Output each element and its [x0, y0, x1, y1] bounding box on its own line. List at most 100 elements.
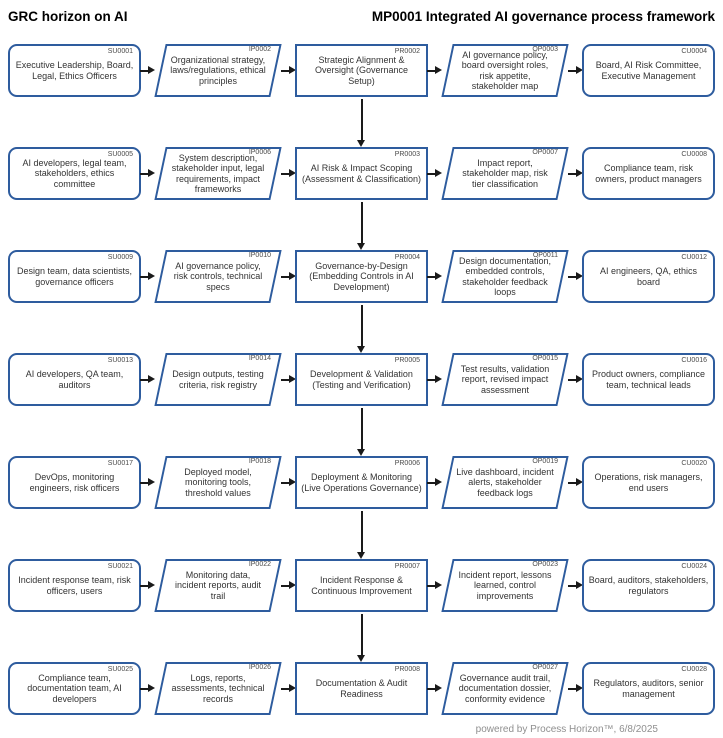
arrow-right-icon [568, 353, 583, 406]
output-code-label: OP0003 [532, 46, 558, 53]
supplier-code-label: SU0009 [107, 254, 133, 261]
process-box: PR0008 Documentation & Audit Readiness [295, 662, 428, 715]
input-text: Logs, reports, assessments, technical re… [171, 672, 265, 704]
sipoc-row: SU0017 DevOps, monitoring engineers, ris… [8, 456, 715, 559]
process-text: Development & Validation (Testing and Ve… [310, 369, 413, 390]
output-code-label: OP0019 [532, 458, 558, 465]
input-code-label: IP0022 [248, 561, 271, 568]
process-code-label: PR0007 [394, 563, 420, 570]
arrow-down-icon [357, 99, 365, 147]
output-text: AI governance policy, board oversight ro… [461, 49, 549, 91]
supplier-text: Compliance team, documentation team, AI … [27, 672, 122, 704]
page-title-left: GRC horizon on AI [8, 9, 128, 24]
process-text: Deployment & Monitoring (Live Operations… [301, 472, 422, 493]
output-parallelogram: OP0023 Incident report, lessons learned,… [441, 559, 569, 612]
arrow-right-icon [140, 353, 155, 406]
customer-box: CU0024 Board, auditors, stakeholders, re… [582, 559, 715, 612]
arrow-down-icon [357, 511, 365, 559]
output-parallelogram: OP0027 Governance audit trail, documenta… [441, 662, 569, 715]
output-parallelogram: OP0019 Live dashboard, incident alerts, … [441, 456, 569, 509]
page-title-right: MP0001 Integrated AI governance process … [371, 9, 715, 24]
input-code-label: IP0010 [248, 252, 271, 259]
arrow-right-icon [568, 662, 583, 715]
sipoc-row: SU0001 Executive Leadership, Board, Lega… [8, 44, 715, 147]
process-text: Incident Response & Continuous Improveme… [311, 575, 412, 596]
arrow-right-icon [140, 559, 155, 612]
process-code-label: PR0003 [394, 151, 420, 158]
output-text: Live dashboard, incident alerts, stakeho… [456, 466, 554, 498]
process-box: PR0002 Strategic Alignment & Oversight (… [295, 44, 428, 97]
customer-code-label: CU0020 [681, 460, 707, 467]
input-text: Design outputs, testing criteria, risk r… [172, 369, 264, 390]
arrow-down-icon [357, 614, 365, 662]
input-text: System description, stakeholder input, l… [171, 152, 265, 194]
arrow-right-icon [140, 147, 155, 200]
arrow-right-icon [140, 456, 155, 509]
input-parallelogram: IP0010 AI governance policy, risk contro… [154, 250, 282, 303]
output-code-label: OP0011 [532, 252, 558, 259]
arrow-down-icon [357, 408, 365, 456]
supplier-text: Executive Leadership, Board, Legal, Ethi… [15, 60, 134, 81]
rows-container: SU0001 Executive Leadership, Board, Lega… [8, 44, 715, 715]
output-text: Test results, validation report, revised… [460, 363, 550, 395]
arrow-down-icon [357, 202, 365, 250]
supplier-box: SU0021 Incident response team, risk offi… [8, 559, 141, 612]
output-code-label: OP0023 [532, 561, 558, 568]
process-box: PR0006 Deployment & Monitoring (Live Ope… [295, 456, 428, 509]
sipoc-row: SU0013 AI developers, QA team, auditors … [8, 353, 715, 456]
arrow-right-icon [427, 44, 442, 97]
supplier-box: SU0025 Compliance team, documentation te… [8, 662, 141, 715]
customer-text: Board, auditors, stakeholders, regulator… [588, 575, 709, 596]
input-text: Deployed model, monitoring tools, thresh… [184, 466, 252, 498]
customer-text: Regulators, auditors, senior management [593, 678, 704, 699]
arrow-right-icon [427, 250, 442, 303]
arrow-right-icon [140, 44, 155, 97]
customer-code-label: CU0016 [681, 357, 707, 364]
arrow-right-icon [568, 250, 583, 303]
output-text: Impact report, stakeholder map, risk tie… [462, 157, 548, 189]
process-text: Governance-by-Design (Embedding Controls… [309, 260, 414, 292]
process-box: PR0005 Development & Validation (Testing… [295, 353, 428, 406]
supplier-box: SU0005 AI developers, legal team, stakeh… [8, 147, 141, 200]
output-parallelogram: OP0003 AI governance policy, board overs… [441, 44, 569, 97]
supplier-box: SU0009 Design team, data scientists, gov… [8, 250, 141, 303]
arrow-right-icon [281, 662, 296, 715]
output-parallelogram: OP0011 Design documentation, embedded co… [441, 250, 569, 303]
customer-text: Product owners, compliance team, technic… [591, 369, 706, 390]
header: GRC horizon on AI MP0001 Integrated AI g… [8, 0, 715, 44]
customer-text: Compliance team, risk owners, product ma… [595, 163, 702, 184]
input-parallelogram: IP0014 Design outputs, testing criteria,… [154, 353, 282, 406]
output-code-label: OP0027 [532, 664, 558, 671]
supplier-code-label: SU0001 [107, 48, 133, 55]
arrow-right-icon [568, 44, 583, 97]
arrow-right-icon [140, 662, 155, 715]
input-parallelogram: IP0006 System description, stakeholder i… [154, 147, 282, 200]
supplier-code-label: SU0013 [107, 357, 133, 364]
supplier-text: DevOps, monitoring engineers, risk offic… [29, 472, 120, 493]
arrow-down-icon [357, 305, 365, 353]
supplier-code-label: SU0021 [107, 563, 133, 570]
process-box: PR0003 AI Risk & Impact Scoping (Assessm… [295, 147, 428, 200]
arrow-right-icon [427, 456, 442, 509]
arrow-right-icon [281, 44, 296, 97]
input-code-label: IP0018 [248, 458, 271, 465]
process-code-label: PR0006 [394, 460, 420, 467]
input-parallelogram: IP0002 Organizational strategy, laws/reg… [154, 44, 282, 97]
output-code-label: OP0015 [532, 355, 558, 362]
customer-box: CU0028 Regulators, auditors, senior mana… [582, 662, 715, 715]
arrow-right-icon [281, 250, 296, 303]
process-text: AI Risk & Impact Scoping (Assessment & C… [301, 163, 422, 184]
input-parallelogram: IP0026 Logs, reports, assessments, techn… [154, 662, 282, 715]
process-text: Documentation & Audit Readiness [315, 678, 408, 699]
arrow-right-icon [568, 559, 583, 612]
process-box: PR0007 Incident Response & Continuous Im… [295, 559, 428, 612]
output-text: Governance audit trail, documentation do… [458, 672, 552, 704]
output-text: Incident report, lessons learned, contro… [458, 569, 552, 601]
supplier-box: SU0017 DevOps, monitoring engineers, ris… [8, 456, 141, 509]
sipoc-row: SU0005 AI developers, legal team, stakeh… [8, 147, 715, 250]
input-text: Organizational strategy, laws/regulation… [170, 54, 266, 86]
customer-text: Operations, risk managers, end users [594, 472, 703, 493]
output-parallelogram: OP0007 Impact report, stakeholder map, r… [441, 147, 569, 200]
customer-box: CU0008 Compliance team, risk owners, pro… [582, 147, 715, 200]
